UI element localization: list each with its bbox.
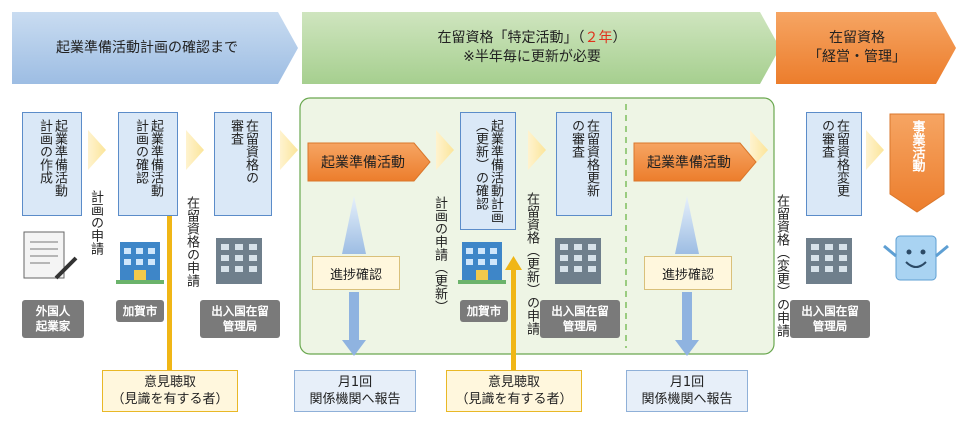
step-renewal-review: 在留資格更新 の審査 [556,112,612,216]
plan-application-1: 計画の申請 [88,190,103,259]
step-renewal-review-label: 在留資格更新 の審査 [569,119,599,197]
progress-check-1: 進捗確認 [312,256,400,290]
step-change-review: 在留資格変更 の審査 [806,112,862,216]
prep-activity-1-label: 起業準備活動 [321,155,405,171]
prep-activity-1: 起業準備活動 [308,143,418,181]
immigration-building-icon [806,238,852,284]
flow-chevron [88,130,106,170]
header-specific-activity-suffix: ） [612,30,627,46]
progress-check-1-label: 進捗確認 [329,267,382,283]
immigration-building-icon [216,238,262,284]
step-plan-confirm: 起業準備活動 計画の確認 [118,112,178,216]
flow-chevron [436,130,454,170]
happy-building-icon [883,235,949,281]
step-plan-create: 起業準備活動 計画の作成 [22,112,82,216]
actor-immigration-3: 出入国在留 管理局 [790,300,870,338]
header-phase-business-management: 在留資格 「経営・管理」 [778,12,936,84]
step-status-review-label: 在留資格の 審査 [228,119,258,184]
city-hall-icon [458,242,506,284]
step-business: 事業活動 [890,114,944,194]
header-arrow-green [302,12,780,84]
monthly-report-2-detail: 関係機関へ報告 [641,392,733,407]
header-arrow-blue [12,12,298,84]
opinion-hearing-2: 意見聴取 （見識を有する者） [446,370,582,412]
header-phase-preparation-label: 起業準備活動計画の確認まで [56,39,238,56]
report-arrow-head-1 [342,340,366,356]
step-change-review-label: 在留資格変更 の審査 [819,119,849,197]
flow-chevron [186,130,204,170]
actor-foreign-entrepreneur: 外国人 起業家 [22,300,84,338]
progress-triangle-2 [675,196,699,254]
actor-kaga-city-1-label: 加賀市 [122,303,158,318]
renewal-application-label: 在留資格（更新）の申請 [524,192,539,335]
report-arrow-head-2 [675,340,699,356]
actor-immigration-3-label: 出入国在留 管理局 [801,304,859,333]
opinion-arrow-shaft-1 [167,212,172,372]
plan-application-2: 計画の申請（更新） [432,196,447,317]
change-application: 在留資格（変更）の申請 [774,194,789,341]
report-arrow-shaft-2 [682,292,692,340]
plan-application-1-label: 計画の申請 [88,190,103,255]
progress-triangle-1 [342,196,366,254]
actor-kaga-city-2: 加賀市 [460,300,508,322]
actor-foreign-entrepreneur-label: 外国人 起業家 [35,304,71,333]
monthly-report-1-detail: 関係機関へ報告 [309,392,401,407]
change-application-label: 在留資格（変更）の申請 [774,194,789,337]
monthly-report-1: 月1回 関係機関へ報告 [294,370,416,412]
header-specific-activity-prefix: 在留資格「特定活動」（ [437,30,585,46]
opinion-hearing-1-title: 意見聴取 [143,375,196,390]
header-arrow-orange [776,12,956,84]
actor-kaga-city-1: 加賀市 [116,300,164,322]
renewal-application: 在留資格（更新）の申請 [524,192,539,339]
opinion-hearing-1: 意見聴取 （見識を有する者） [102,370,238,412]
monthly-report-2-frequency: 月1回 [669,375,705,390]
status-application-label: 在留資格の申請 [184,196,199,287]
prep-activity-2-label: 起業準備活動 [647,155,731,171]
header-specific-activity-note: ※半年毎に更新が必要 [463,49,601,65]
flow-chevron [280,130,298,170]
actor-kaga-city-2-label: 加賀市 [466,303,502,318]
step-plan-confirm-label: 起業準備活動 計画の確認 [133,119,163,197]
actor-immigration-1-label: 出入国在留 管理局 [211,304,269,333]
step-business-label: 事業活動 [909,120,925,172]
actor-immigration-2: 出入国在留 管理局 [540,300,620,338]
flow-chevron [528,130,546,170]
business-activity-shape [889,113,945,213]
opinion-hearing-2-title: 意見聴取 [487,375,540,390]
header-phase-specific-activity: 在留資格「特定活動」（２年） ※半年毎に更新が必要 [304,12,760,84]
monthly-report-1-frequency: 月1回 [337,375,373,390]
progress-check-2-label: 進捗確認 [661,267,714,283]
prep-activity-2: 起業準備活動 [634,143,744,181]
plan-application-2-label: 計画の申請（更新） [432,196,447,313]
progress-check-2: 進捗確認 [644,256,732,290]
prep-activity-arrow-1 [307,142,431,182]
header-specific-activity-duration: ２年 [584,30,613,46]
prep-activity-arrow-2 [633,142,757,182]
step-status-review: 在留資格の 審査 [214,112,272,216]
opinion-arrow-shaft-2 [511,268,516,372]
step-plan-update-confirm-label: 起業準備活動計画 （更新）の確認 [473,119,503,223]
report-arrow-shaft-1 [349,292,359,340]
status-application: 在留資格の申請 [184,196,199,291]
step-plan-create-label: 起業準備活動 計画の作成 [37,119,67,197]
opinion-hearing-2-detail: （見識を有する者） [455,392,573,407]
document-pen-icon [23,231,78,280]
monthly-report-2: 月1回 関係機関へ報告 [626,370,748,412]
step-plan-update-confirm: 起業準備活動計画 （更新）の確認 [460,112,516,230]
city-hall-icon [116,242,164,284]
flow-chevron [866,130,884,170]
header-business-line2: 「経営・管理」 [808,49,906,65]
header-phase-preparation: 起業準備活動計画の確認まで [16,12,278,84]
opinion-hearing-1-detail: （見識を有する者） [111,392,229,407]
immigration-building-icon [555,238,601,284]
actor-immigration-1: 出入国在留 管理局 [200,300,280,338]
header-specific-activity-line1: 在留資格「特定活動」（２年） [438,29,627,48]
actor-immigration-2-label: 出入国在留 管理局 [551,304,609,333]
header-business-line1: 在留資格 [829,30,885,46]
opinion-arrow-head-2 [505,256,522,270]
